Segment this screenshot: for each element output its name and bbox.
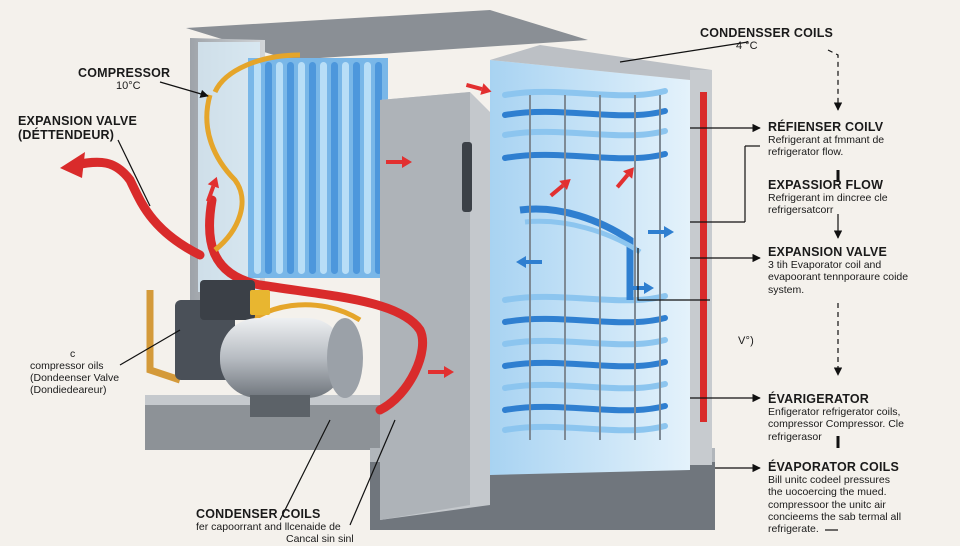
right-item-3-title: EXPANSION VALVE (768, 245, 908, 259)
condenser-tube (342, 62, 349, 274)
condenser-top-temp: 4 °C (736, 40, 833, 53)
right-item-1: RÉFIENSER COILV Refrigerant at fmmant de… (768, 120, 884, 159)
condenser-bottom-title: CONDENSER COILS (196, 507, 354, 521)
right-item-2: EXPASSIOR FLOW Refrigerant im dincree cl… (768, 178, 888, 217)
compressor-title: COMPRESSOR (78, 66, 170, 80)
right-item-5-line2: the uocoercing the mued. (768, 486, 901, 498)
right-item-1-line2: refrigerator flow. (768, 146, 884, 158)
right-item-5-line3: compressoor the unitc air (768, 499, 901, 511)
left-notes: c compressor oils (Dondeenser Valve (Don… (30, 348, 119, 396)
left-note-4: (Dondiedeareur) (30, 384, 119, 396)
condenser-tube (298, 62, 305, 274)
condenser-coil-block (248, 58, 388, 278)
expansion-valve-subtitle: (DÉTTENDEUR) (18, 128, 137, 142)
left-note-2: compressor oils (30, 360, 119, 372)
right-item-4-line3: refrigerasor (768, 431, 904, 443)
right-item-4-line1: Enfigerator refrigerator coils, (768, 406, 904, 418)
expansion-valve-left-label: EXPANSION VALVE (DÉTTENDEUR) (18, 114, 137, 143)
right-item-5-line1: Bill unitc codeel pressures (768, 474, 901, 486)
condenser-tube (276, 62, 283, 274)
condenser-tube (254, 62, 261, 274)
left-note-3: (Dondeenser Valve (30, 372, 119, 384)
right-item-5-line5: refrigerate. (768, 523, 901, 535)
condenser-tube (265, 62, 272, 274)
condenser-bottom-line2: Cancal sin sinl (286, 533, 354, 545)
right-item-2-title: EXPASSIOR FLOW (768, 178, 888, 192)
right-item-2-line2: refrigersatcorr (768, 204, 888, 216)
compressor-temp: 10°C (116, 80, 170, 93)
right-item-3-line3: system. (768, 284, 908, 296)
right-item-3: EXPANSION VALVE 3 tih Evaporator coil an… (768, 245, 908, 296)
condenser-tube (364, 62, 371, 274)
right-item-4-title: ÉVARIGERATOR (768, 392, 904, 406)
condenser-top-label: CONDENSSER COILS 4 °C (700, 26, 833, 53)
condenser-tube (320, 62, 327, 274)
cabinet-door (380, 92, 490, 520)
condenser-top-title: CONDENSSER COILS (700, 26, 833, 40)
right-item-2-line1: Refrigerant im dincree cle (768, 192, 888, 204)
right-item-5: ÉVAPORATOR COILS Bill unitc codeel press… (768, 460, 901, 535)
right-item-3-line2: evapoorant tennporaure coide (768, 271, 908, 283)
left-note-1: c (70, 348, 119, 360)
condenser-tube (353, 62, 360, 274)
voltage-mark: V°) (738, 335, 754, 348)
right-item-1-title: RÉFIENSER COILV (768, 120, 884, 134)
right-item-4: ÉVARIGERATOR Enfigerator refrigerator co… (768, 392, 904, 443)
condenser-tube (331, 62, 338, 274)
right-item-5-title: ÉVAPORATOR COILS (768, 460, 901, 474)
expansion-valve-title: EXPANSION VALVE (18, 114, 137, 128)
right-item-5-line4: concieems the sab termal all (768, 511, 901, 523)
condenser-tube (287, 62, 294, 274)
condenser-tube (309, 62, 316, 274)
right-item-3-line1: 3 tih Evaporator coil and (768, 259, 908, 271)
compressor-label: COMPRESSOR 10°C (78, 66, 170, 93)
flow-arrow-shaft (466, 85, 481, 89)
condenser-bottom-line1: fer capoorrant and llcenaide de (196, 521, 354, 533)
right-item-1-line1: Refrigerant at fmmant de (768, 134, 884, 146)
right-item-4-line2: compressor Compressor. Cle (768, 418, 904, 430)
condenser-bottom-label: CONDENSER COILS fer capoorrant and llcen… (196, 507, 354, 546)
